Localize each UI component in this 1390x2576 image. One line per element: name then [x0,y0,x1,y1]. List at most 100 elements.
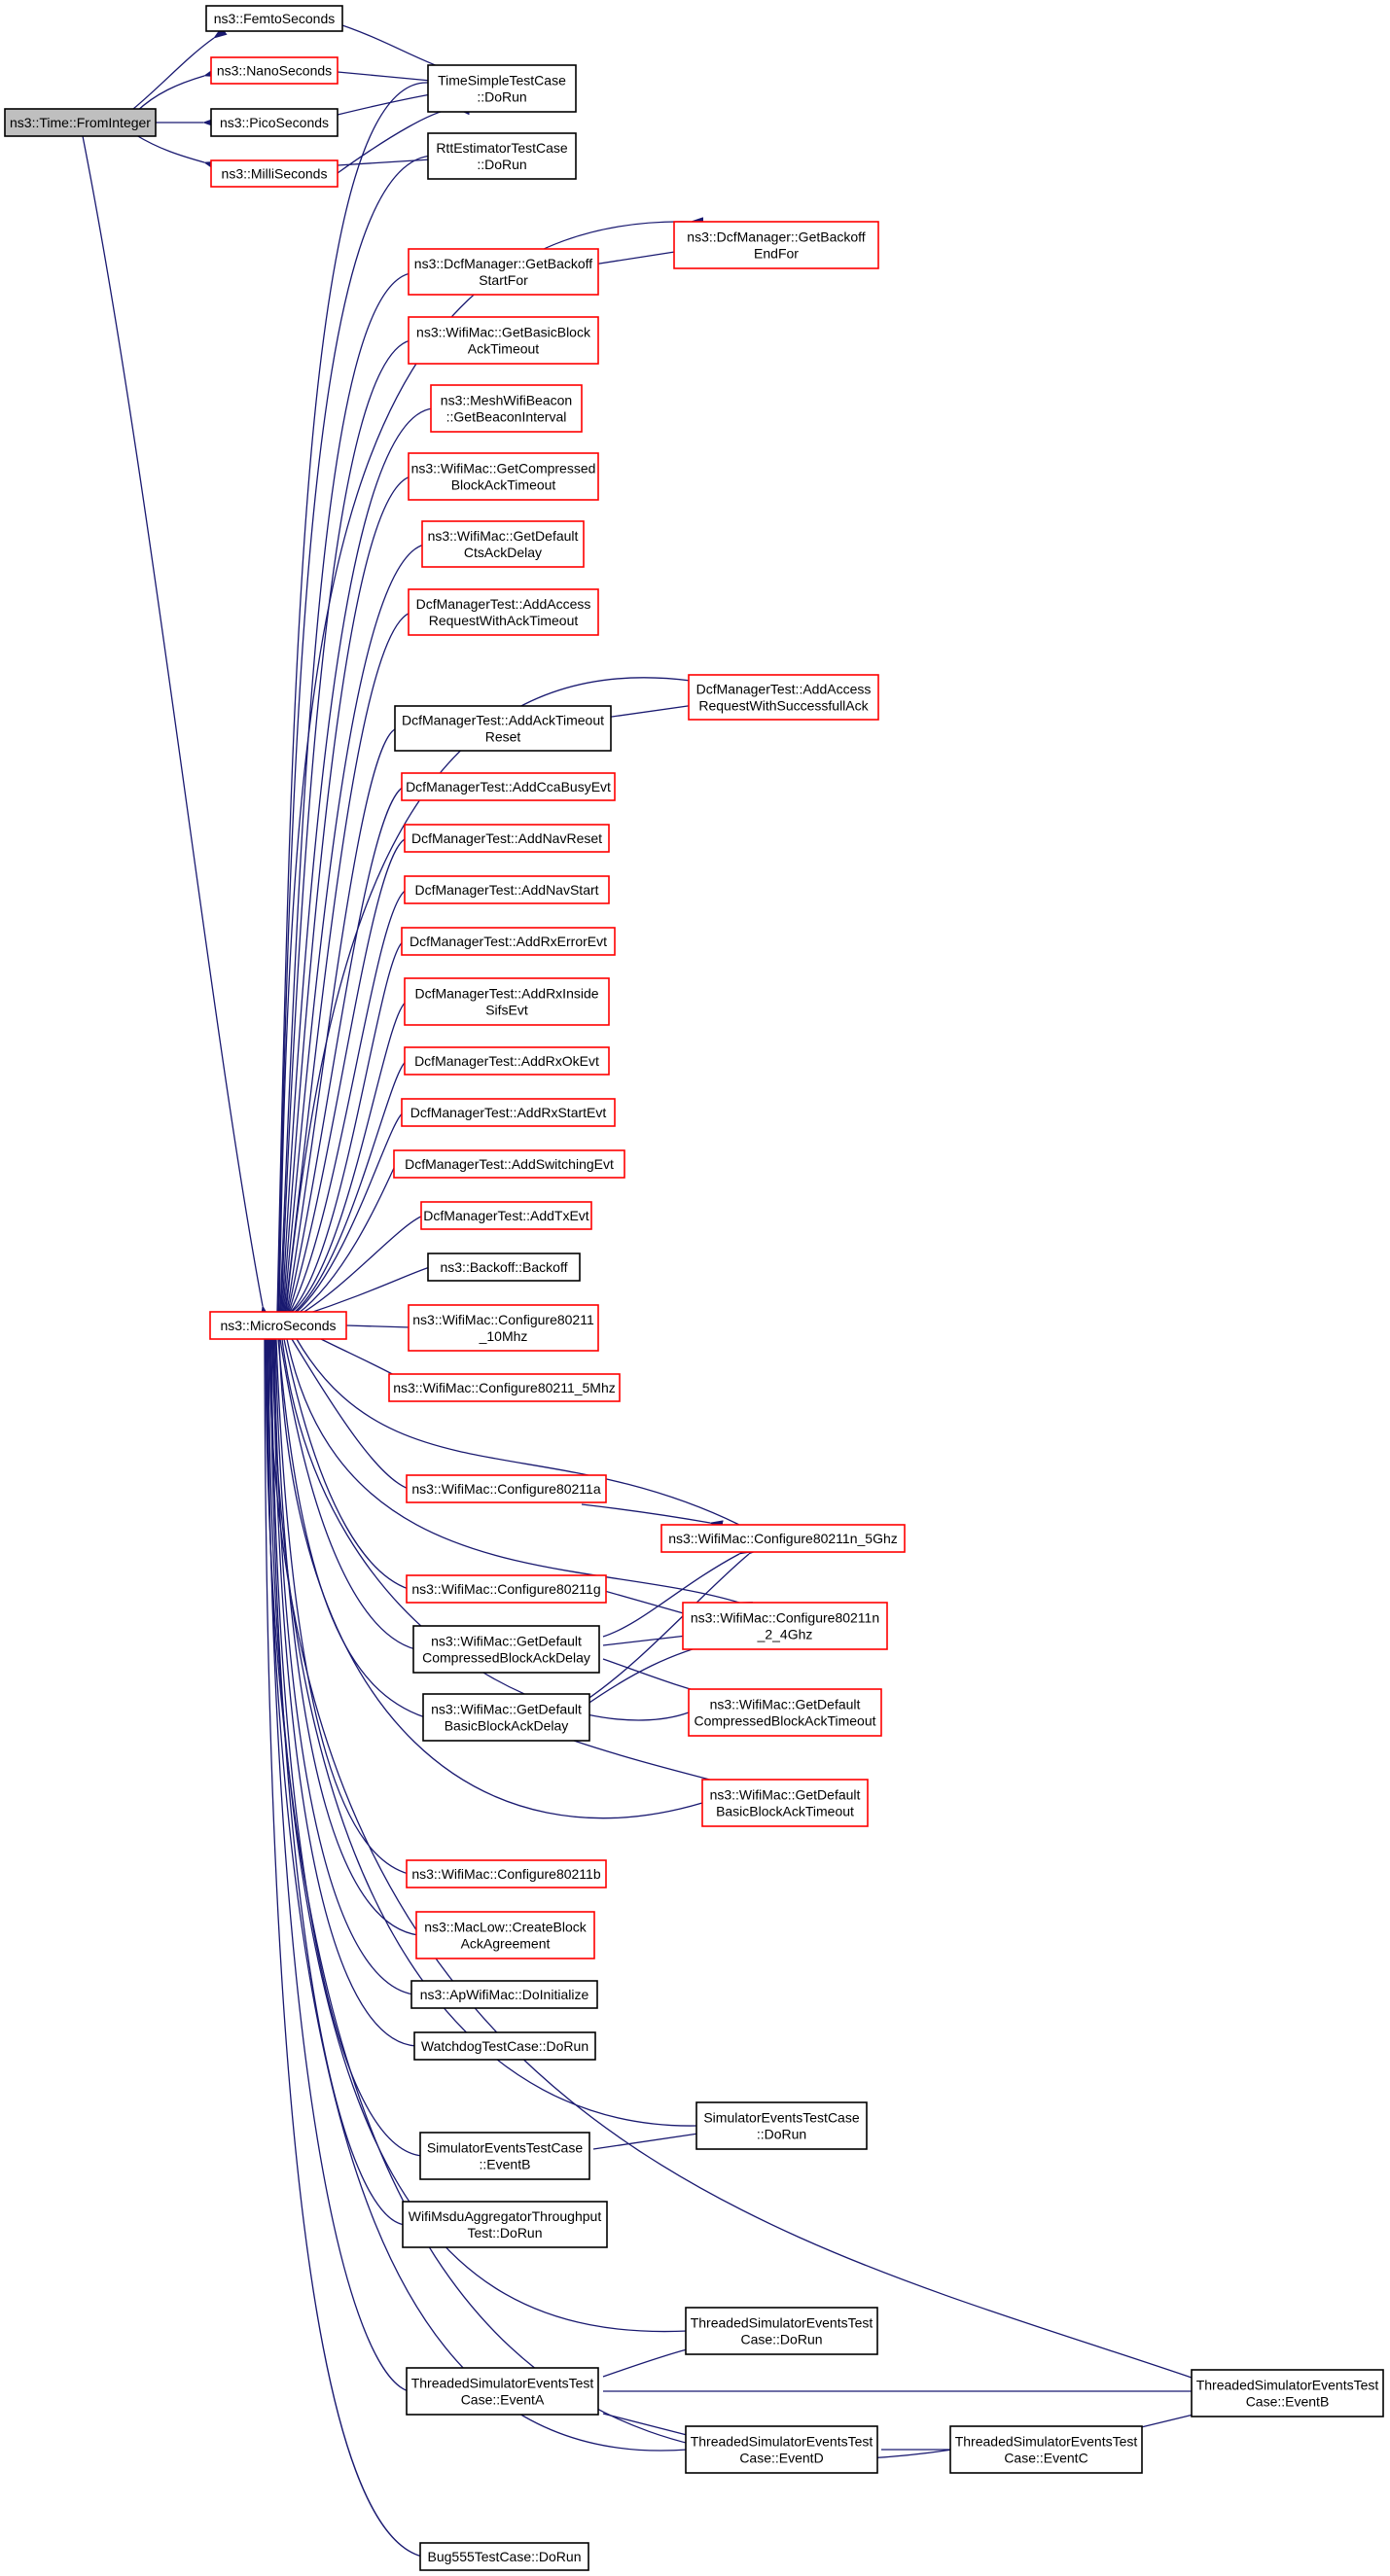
node-label: ns3::WifiMac::Configure80211n_5Ghz [668,1531,898,1546]
call-edge-tstc [337,87,445,116]
node-c11g[interactable]: ns3::WifiMac::Configure80211g [406,1574,607,1604]
node-fromint[interactable]: ns3::Time::FromInteger [4,108,157,137]
node-pico[interactable]: ns3::PicoSeconds [210,108,339,137]
node-defbasicto[interactable]: ns3::WifiMac::GetDefaultBasicBlockAckTim… [701,1779,869,1827]
node-rxerr[interactable]: DcfManagerTest::AddRxErrorEvt [401,927,616,956]
edge-layer [82,20,1211,2565]
node-label: DcfManagerTest::AddAccess [696,682,872,697]
node-box [210,56,339,85]
call-edge-simb [592,2127,712,2150]
node-box [682,1602,888,1650]
node-navstart[interactable]: DcfManagerTest::AddNavStart [404,875,610,904]
call-edge-micro [297,1150,407,1315]
node-label: ns3::MicroSeconds [220,1318,336,1333]
node-defcomp[interactable]: ns3::WifiMac::GetDefaultCompressedBlockA… [412,1625,600,1674]
node-defbasic[interactable]: ns3::WifiMac::GetDefaultBasicBlockAckDel… [422,1693,590,1742]
node-tstc[interactable]: TimeSimpleTestCase::DoRun [427,64,577,113]
node-label: Case::EventB [1246,2394,1330,2410]
node-box [673,221,879,269]
call-edge-micro [279,265,424,1313]
node-navreset[interactable]: DcfManagerTest::AddNavReset [404,824,610,853]
node-bug555[interactable]: Bug555TestCase::DoRun [419,2542,589,2571]
node-label: ns3::WifiMac::Configure80211_5Mhz [393,1380,616,1395]
node-label: WatchdogTestCase::DoRun [421,2038,588,2054]
node-box [422,1693,590,1742]
node-box [408,1304,599,1352]
node-ccabusy[interactable]: DcfManagerTest::AddCcaBusyEvt [401,772,616,801]
node-box [685,2425,878,2474]
node-simrun[interactable]: SimulatorEventsTestCase::DoRun [695,2101,868,2150]
node-label: ns3::MeshWifiBeacon [441,393,572,408]
node-box [1191,2369,1384,2417]
node-box [393,1149,625,1179]
call-edge-nano [135,67,218,113]
node-label: Case::EventC [1004,2451,1087,2466]
node-defcompto[interactable]: ns3::WifiMac::GetDefaultCompressedBlockA… [688,1688,882,1737]
node-box [210,159,339,188]
node-label: Case::EventA [461,2392,545,2408]
call-edge-micro [299,1206,437,1316]
node-box [420,1201,592,1230]
node-txevt[interactable]: DcfManagerTest::AddTxEvt [420,1201,592,1230]
call-edge-rtt [337,154,445,166]
node-rxstart[interactable]: DcfManagerTest::AddRxStartEvt [401,1098,616,1127]
node-box [430,384,583,433]
node-rxok[interactable]: DcfManagerTest::AddRxOkEvt [404,1046,610,1076]
node-label: RequestWithSuccessfullAck [698,698,869,714]
call-edge-c11g [600,1589,700,1623]
call-edge-thrb [1132,2406,1211,2430]
node-c10mhz[interactable]: ns3::WifiMac::Configure80211_10Mhz [408,1304,599,1352]
node-nano[interactable]: ns3::NanoSeconds [210,56,339,85]
call-edge-micro [267,1338,422,2400]
node-label: BlockAckTimeout [451,477,556,493]
node-label: Bug555TestCase::DoRun [428,2549,582,2564]
call-edge-micro [293,1050,420,1314]
node-meshbeacon[interactable]: ns3::MeshWifiBeacon::GetBeaconInterval [430,384,583,433]
node-c11b[interactable]: ns3::WifiMac::Configure80211b [406,1859,607,1888]
node-addaccsucc[interactable]: DcfManagerTest::AddAccessRequestWithSucc… [688,674,879,721]
node-label: DcfManagerTest::AddNavStart [414,882,598,898]
node-femto[interactable]: ns3::FemtoSeconds [205,5,343,32]
node-label: ::DoRun [477,89,526,105]
node-compblock[interactable]: ns3::WifiMac::GetCompressedBlockAckTimeo… [408,452,599,501]
node-label: ns3::Backoff::Backoff [440,1259,567,1275]
node-label: EndFor [754,246,799,262]
node-label: DcfManagerTest::AddRxOkEvt [414,1053,599,1069]
node-label: ns3::WifiMac::GetDefault [710,1697,861,1712]
node-addacc[interactable]: DcfManagerTest::AddAccessRequestWithAckT… [408,588,599,636]
call-edge-defcomp [602,1629,700,1646]
node-label: WifiMsduAggregatorThroughput [409,2208,602,2224]
node-c11n24[interactable]: ns3::WifiMac::Configure80211n_2_4Ghz [682,1602,888,1650]
call-edge-dcfend [592,244,695,265]
node-micro[interactable]: ns3::MicroSeconds [209,1311,347,1340]
node-box [427,132,577,180]
node-switching[interactable]: DcfManagerTest::AddSwitchingEvt [393,1149,625,1179]
node-c5mhz[interactable]: ns3::WifiMac::Configure80211_5Mhz [388,1373,621,1402]
node-apinit[interactable]: ns3::ApWifiMac::DoInitialize [410,1980,598,2009]
call-edge-defbasic [583,1541,763,1703]
node-label: SimulatorEventsTestCase [703,2110,860,2126]
node-c11n5[interactable]: ns3::WifiMac::Configure80211n_5Ghz [660,1524,906,1553]
node-backoff[interactable]: ns3::Backoff::Backoff [427,1253,581,1282]
call-edge-milli [135,134,218,171]
node-milli[interactable]: ns3::MilliSeconds [210,159,339,188]
node-simb[interactable]: SimulatorEventsTestCase::EventB [419,2132,590,2180]
node-label: CtsAckDelay [464,545,542,560]
call-edge-micro [270,1338,436,2163]
node-watchdog[interactable]: WatchdogTestCase::DoRun [413,2031,596,2061]
node-c11a[interactable]: ns3::WifiMac::Configure80211a [406,1474,607,1503]
node-rtt[interactable]: RttEstimatorTestCase::DoRun [427,132,577,180]
